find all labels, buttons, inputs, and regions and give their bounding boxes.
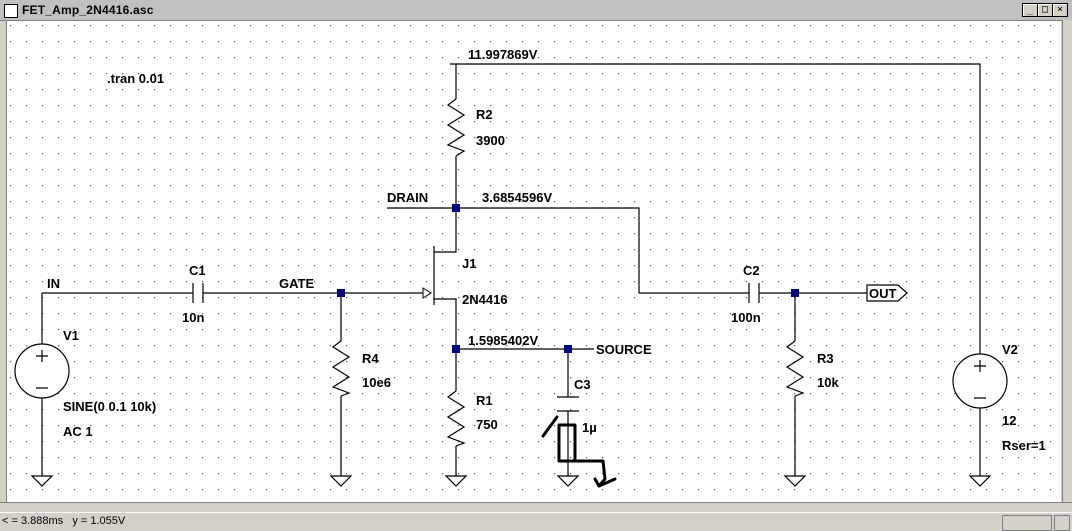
capacitor-c3-symbol[interactable] (557, 396, 579, 412)
r3-name[interactable]: R3 (817, 351, 834, 366)
r2-value[interactable]: 3900 (476, 133, 505, 148)
gate-net-label[interactable]: GATE (279, 276, 314, 291)
r1-name[interactable]: R1 (476, 393, 493, 408)
title-bar: FET_Amp_2N4416.asc _ □ × (0, 0, 1072, 21)
v1-ac[interactable]: AC 1 (63, 424, 93, 439)
spice-directive[interactable]: .tran 0.01 (107, 71, 164, 86)
drain-voltage-label: 3.6854596V (482, 190, 552, 205)
c3-name[interactable]: C3 (574, 377, 591, 392)
minimize-button[interactable]: _ (1022, 3, 1038, 17)
c1-name[interactable]: C1 (189, 263, 206, 278)
v2-name[interactable]: V2 (1002, 342, 1018, 357)
window-bottom-border (0, 502, 1072, 513)
jfet-j1-symbol[interactable] (415, 287, 432, 299)
r3-value[interactable]: 10k (817, 375, 839, 390)
c3-value[interactable]: 1µ (582, 420, 597, 435)
j1-value[interactable]: 2N4416 (462, 292, 508, 307)
c2-value[interactable]: 100n (731, 310, 761, 325)
r1-value[interactable]: 750 (476, 417, 498, 432)
capacitor-c1-symbol[interactable] (192, 283, 204, 303)
window-title: FET_Amp_2N4416.asc (22, 3, 154, 17)
status-bar: < = 3.888ms y = 1.055V (0, 512, 1072, 531)
junction-nodes (337, 204, 799, 353)
vertical-scrollbar[interactable] (1062, 20, 1072, 502)
source-voltage-label: 1.5985402V (468, 333, 538, 348)
voltage-source-v1-symbol[interactable] (14, 343, 70, 399)
close-button[interactable]: × (1052, 3, 1068, 17)
v2-rser[interactable]: Rser=1 (1002, 438, 1046, 453)
voltage-source-v2-symbol[interactable] (952, 353, 1008, 409)
capacitor-c2-symbol[interactable] (748, 283, 760, 303)
in-net-label[interactable]: IN (47, 276, 60, 291)
v1-value[interactable]: SINE(0 0.1 10k) (63, 399, 156, 414)
schematic-canvas[interactable]: .tran 0.01 11.997869V R2 3900 DRAIN 3.68… (6, 20, 1063, 503)
source-net-label[interactable]: SOURCE (596, 342, 652, 357)
r2-name[interactable]: R2 (476, 107, 493, 122)
ground-symbols (30, 475, 992, 487)
schematic-file-icon (4, 4, 18, 18)
r4-name[interactable]: R4 (362, 351, 379, 366)
drain-net-label[interactable]: DRAIN (387, 190, 428, 205)
status-pane-small (1054, 515, 1070, 531)
status-pane (1002, 515, 1052, 531)
resistor-r4-symbol[interactable] (331, 340, 351, 397)
hand-drawn-annotation (541, 415, 617, 488)
out-net-label[interactable]: OUT (869, 286, 897, 301)
j1-name[interactable]: J1 (462, 256, 476, 271)
c2-name[interactable]: C2 (743, 263, 760, 278)
grid-dots (7, 21, 1061, 503)
cursor-readout: < = 3.888ms y = 1.055V (2, 515, 126, 527)
v2-value[interactable]: 12 (1002, 413, 1016, 428)
v1-name[interactable]: V1 (63, 328, 79, 343)
out-port-symbol[interactable] (866, 284, 908, 302)
resistor-r1-symbol[interactable] (446, 390, 466, 447)
r4-value[interactable]: 10e6 (362, 375, 391, 390)
resistor-r2-symbol[interactable] (446, 98, 466, 157)
supply-voltage-label: 11.997869V (468, 47, 538, 62)
c1-value[interactable]: 10n (182, 310, 204, 325)
restore-button[interactable]: □ (1037, 3, 1053, 17)
resistor-r3-symbol[interactable] (785, 340, 805, 397)
